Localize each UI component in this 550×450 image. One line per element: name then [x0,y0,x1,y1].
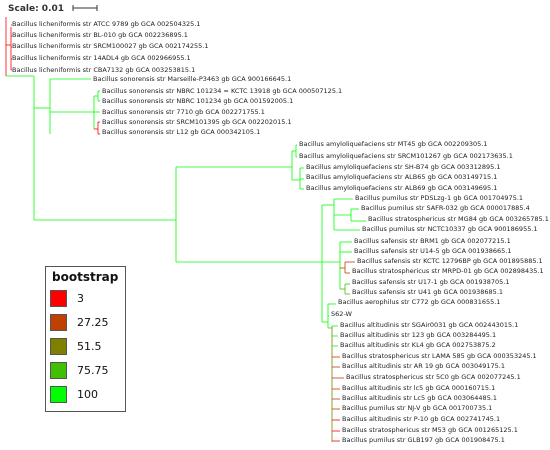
leaf-label: Bacillus stratosphericus str MG84 gb GCA… [368,215,549,223]
leaf-label: S62-W [331,310,352,318]
leaf-label: Bacillus sonorensis str SRCM101395 gb GC… [102,118,292,126]
leaf-label: Bacillus licheniformis str ATCC 9789 gb … [12,20,200,28]
leaf-label: Bacillus aerophilus str C772 gb GCA 0008… [338,298,500,306]
leaf-label: Bacillus safensis str U17-1 gb GCA 00193… [352,278,510,286]
legend-item: 75.75 [50,362,124,380]
leaf-label: Bacillus pumilus str NJ-V gb GCA 0017007… [342,404,492,412]
leaf-label: Bacillus altitudinis str AR 19 gb GCA 00… [342,362,505,370]
legend-swatch [50,290,67,307]
leaf-label: Bacillus licheniformis str BL-010 gb GCA… [12,31,188,39]
legend-swatch [50,386,67,403]
leaf-label: Bacillus licheniformis str SRCM100027 gb… [12,42,209,50]
leaf-label: Bacillus sonorensis str L12 gb GCA 00034… [102,128,260,136]
legend-label: 3 [77,292,84,305]
leaf-label: Bacillus pumilus str NCTC10337 gb GCA 90… [362,225,538,233]
leaf-label: Bacillus stratosphericus str MRPD-01 gb … [352,267,544,275]
legend-swatch [50,362,67,379]
leaf-label: Bacillus sonorensis str NBRC 101234 = KC… [102,87,342,95]
leaf-label: Bacillus amyloliquefaciens str MT45 gb G… [299,140,487,148]
leaf-label: Bacillus safensis str U14-5 gb GCA 00193… [354,247,512,255]
leaf-label: Bacillus pumilus str SAFR-032 gb GCA 000… [361,204,530,212]
legend-swatch [50,314,67,331]
legend-item: 51.5 [50,338,124,356]
leaf-label: Bacillus sonorensis str 7710 gb GCA 0022… [102,108,265,116]
leaf-label: Bacillus amyloliquefaciens str SRCM10126… [299,152,513,160]
leaf-label: Bacillus amyloliquefaciens str ALB69 gb … [306,184,497,192]
leaf-label: Bacillus altitudinis str lc5 gb GCA 0001… [342,384,495,392]
leaf-label: Bacillus pumilus str PDSLzg-1 gb GCA 001… [355,194,523,202]
legend-title: bootstrap [52,270,119,284]
legend-label: 100 [77,388,98,401]
leaf-label: Bacillus altitudinis str 123 gb GCA 0032… [340,331,496,339]
leaf-label: Bacillus pumilus str GLB197 gb GCA 00190… [342,436,505,444]
legend-label: 51.5 [77,340,102,353]
legend-item: 27.25 [50,314,124,332]
leaf-label: Bacillus sonorensis str NBRC 101234 gb G… [102,97,293,105]
legend-label: 27.25 [77,316,109,329]
legend-item: 100 [50,386,124,404]
scale-bar [72,5,98,11]
legend-item: 3 [50,290,124,308]
leaf-label: Bacillus safensis str U41 gb GCA 0019386… [352,288,503,296]
leaf-label: Bacillus altitudinis str Lc5 gb GCA 0030… [342,394,497,402]
leaf-label: Bacillus sonorensis str Marseille-P3463 … [93,75,291,83]
leaf-label: Bacillus altitudinis str SGAir0031 gb GC… [340,321,518,329]
leaf-label: Bacillus safensis str KCTC 12796BP gb GC… [357,257,543,265]
leaf-label: Bacillus amyloliquefaciens str ALB65 gb … [306,173,497,181]
leaf-label: Bacillus amyloliquefaciens str SH-B74 gb… [306,163,500,171]
leaf-label: Bacillus altitudinis str KL4 gb GCA 0027… [340,341,496,349]
legend-label: 75.75 [77,364,109,377]
tree-branches [5,17,366,442]
legend-swatch [50,338,67,355]
leaf-labels: Bacillus licheniformis str ATCC 9789 gb … [12,20,549,444]
leaf-label: Bacillus stratosphericus str M53 gb GCA … [342,426,518,434]
leaf-label: Bacillus altitudinis str P-10 gb GCA 002… [342,415,500,423]
bootstrap-legend: bootstrap 3 27.25 51.5 75.75 100 [45,266,126,412]
leaf-label: Bacillus licheniformis str CBA7132 gb GC… [12,66,195,74]
leaf-label: Bacillus stratosphericus str 5C0 gb GCA … [346,373,521,381]
leaf-label: Bacillus stratosphericus str LAMA 585 gb… [342,352,537,360]
scale-label: Scale: 0.01 [8,4,64,14]
leaf-label: Bacillus licheniformis str 14ADL4 gb GCA… [12,54,191,62]
leaf-label: Bacillus safensis str BRM1 gb GCA 002077… [354,237,511,245]
